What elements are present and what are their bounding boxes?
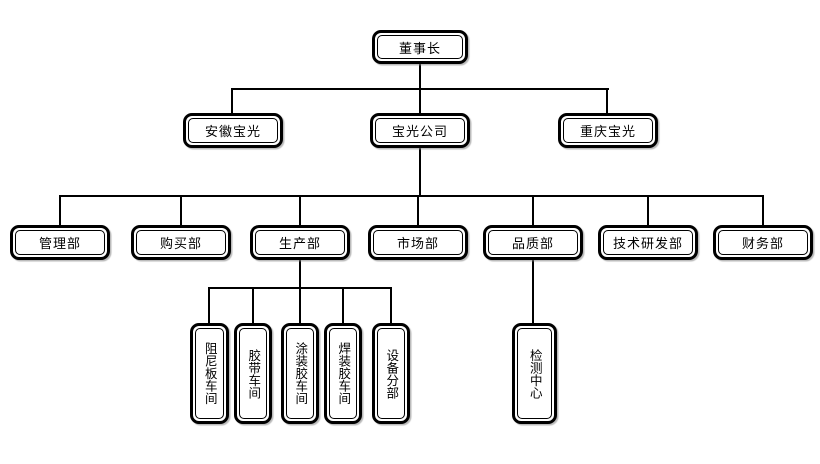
node-dept-quality-label: 品质部 <box>488 230 578 255</box>
connector-quality-testing <box>532 260 534 323</box>
connector-drop-company <box>419 90 421 113</box>
node-anhui: 安徽宝光 <box>183 113 283 148</box>
node-ws-welding: 焊装胶车间 <box>324 323 362 424</box>
node-anhui-label: 安徽宝光 <box>188 118 278 143</box>
node-testing-center: 检测中心 <box>512 323 557 424</box>
connector-drop-rnd <box>647 197 649 225</box>
node-testing-center-label: 检测中心 <box>517 328 552 419</box>
node-dept-production: 生产部 <box>250 225 350 260</box>
node-chongqing-label: 重庆宝光 <box>563 118 653 143</box>
node-ws-equipment-label: 设备分部 <box>377 328 405 419</box>
node-ws-damping-label: 阻尼板车间 <box>195 328 224 419</box>
node-ws-coating: 涂装胶车间 <box>281 323 319 424</box>
connector-drop-chongqing <box>606 90 608 113</box>
node-chongqing: 重庆宝光 <box>558 113 658 148</box>
node-dept-management-label: 管理部 <box>15 230 105 255</box>
connector-drop-welding <box>342 289 344 323</box>
connector-level3-bus <box>59 195 764 197</box>
node-ws-equipment: 设备分部 <box>372 323 410 424</box>
node-company-label: 宝光公司 <box>375 118 465 143</box>
node-ws-damping: 阻尼板车间 <box>190 323 229 424</box>
connector-drop-equipment <box>390 289 392 323</box>
node-company: 宝光公司 <box>370 113 470 148</box>
node-dept-marketing: 市场部 <box>368 225 468 260</box>
connector-drop-management <box>59 197 61 225</box>
node-dept-purchasing-label: 购买部 <box>136 230 226 255</box>
node-ws-tape-label: 胶带车间 <box>239 328 267 419</box>
node-dept-purchasing: 购买部 <box>131 225 231 260</box>
connector-drop-damping <box>208 289 210 323</box>
connector-production-stem <box>299 260 301 289</box>
connector-drop-production <box>299 197 301 225</box>
node-ws-tape: 胶带车间 <box>234 323 272 424</box>
node-dept-rnd: 技术研发部 <box>598 225 698 260</box>
connector-drop-tape <box>252 289 254 323</box>
node-ws-coating-label: 涂装胶车间 <box>286 328 314 419</box>
node-dept-finance: 财务部 <box>713 225 813 260</box>
node-chairman-label: 董事长 <box>377 35 463 59</box>
connector-drop-coating <box>299 289 301 323</box>
node-ws-welding-label: 焊装胶车间 <box>329 328 357 419</box>
node-dept-marketing-label: 市场部 <box>373 230 463 255</box>
node-dept-management: 管理部 <box>10 225 110 260</box>
connector-drop-finance <box>762 197 764 225</box>
connector-level2-bus <box>231 88 609 90</box>
connector-chairman-stem <box>419 64 421 90</box>
node-dept-finance-label: 财务部 <box>718 230 808 255</box>
node-dept-production-label: 生产部 <box>255 230 345 255</box>
node-chairman: 董事长 <box>372 30 468 64</box>
connector-drop-marketing <box>417 197 419 225</box>
node-dept-rnd-label: 技术研发部 <box>603 230 693 255</box>
connector-workshop-bus <box>208 287 392 289</box>
node-dept-quality: 品质部 <box>483 225 583 260</box>
connector-drop-purchasing <box>180 197 182 225</box>
connector-drop-quality <box>532 197 534 225</box>
connector-drop-anhui <box>231 90 233 113</box>
connector-company-stem <box>419 148 421 195</box>
